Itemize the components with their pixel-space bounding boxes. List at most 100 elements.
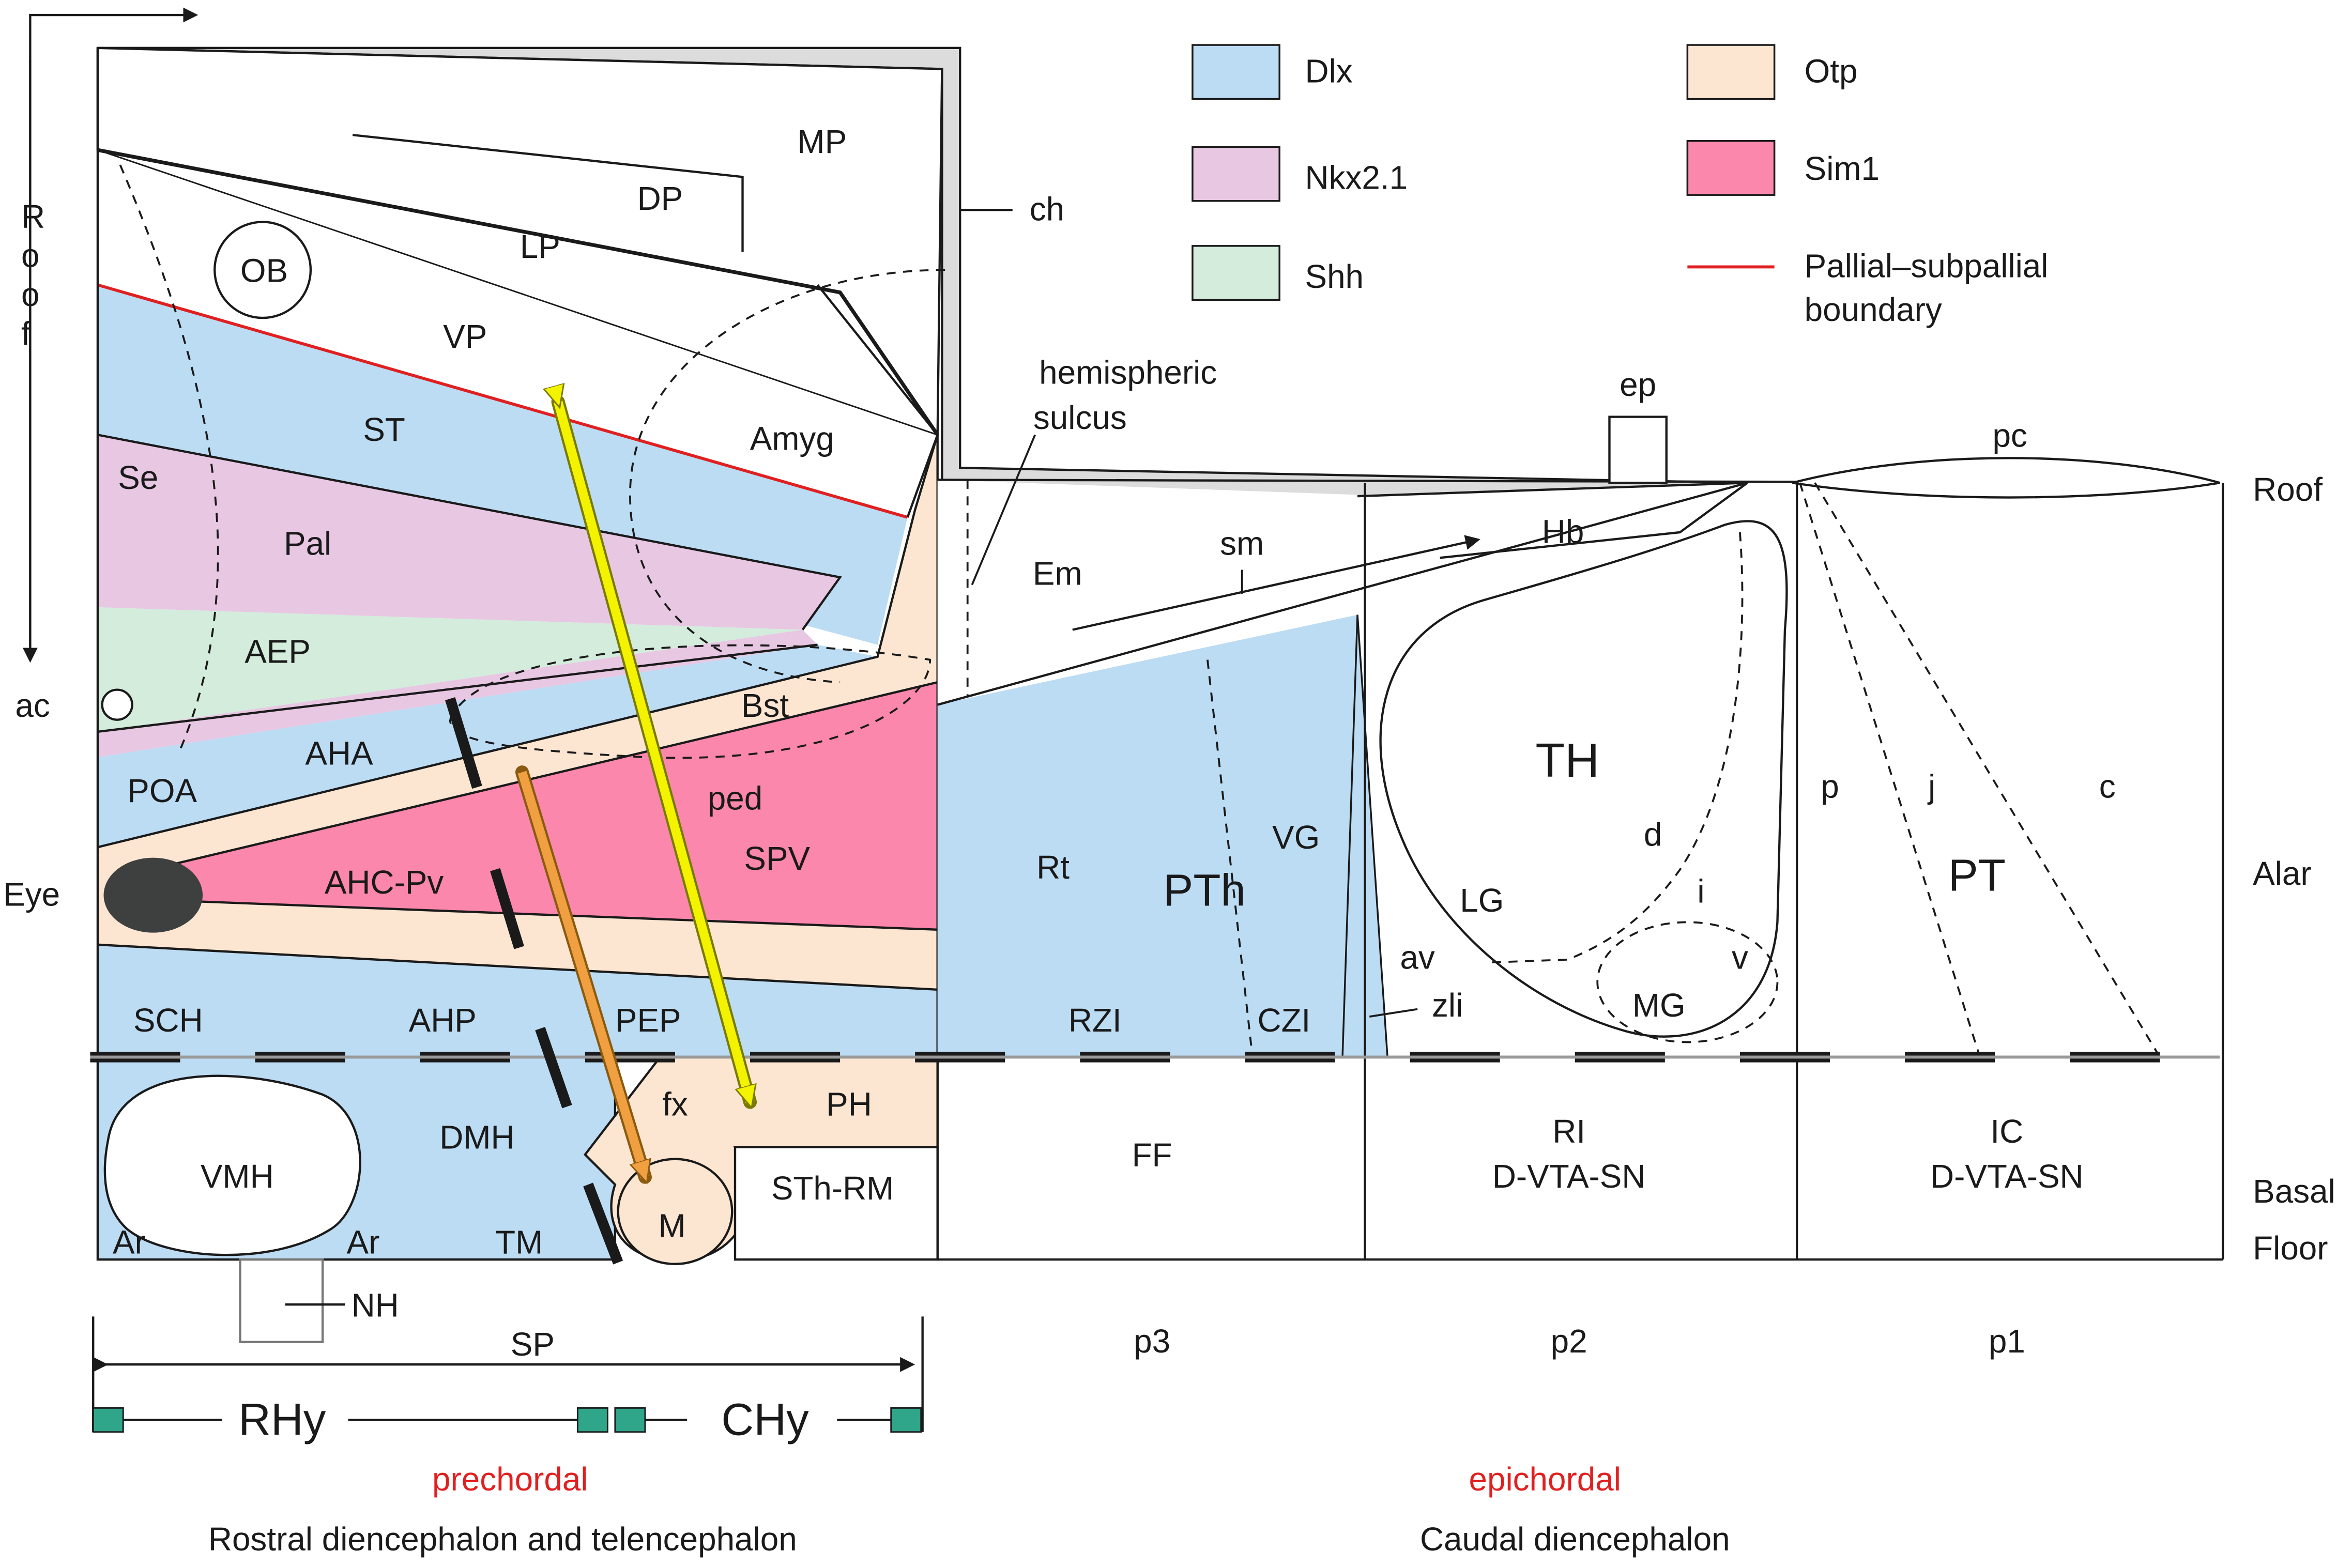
label-hemispheric: hemispheric: [1039, 354, 1217, 391]
label-caudal: Caudal diencephalon: [1420, 1520, 1730, 1558]
label-pal: Pal: [284, 525, 331, 562]
sth-region: [734, 1146, 939, 1261]
label-dvtasn-p1: D-VTA-SN: [1930, 1158, 2084, 1195]
eye-shape: [103, 857, 203, 933]
label-dvtasn-p2: D-VTA-SN: [1492, 1158, 1646, 1195]
legend-swatch-otp: [1686, 44, 1776, 100]
legend-swatch-dlx: [1192, 44, 1280, 100]
label-ph: PH: [826, 1086, 872, 1123]
label-basal: Basal: [2253, 1173, 2335, 1210]
label-rhy: RHy: [238, 1395, 326, 1445]
legend-boundary-1: Pallial–subpallial: [1805, 248, 2049, 285]
label-aha: AHA: [305, 735, 373, 772]
legend-shh: Shh: [1305, 258, 1364, 295]
label-j: j: [1927, 768, 1935, 805]
label-vp: VP: [443, 318, 487, 355]
roof-letter-r: R: [21, 198, 45, 235]
label-ar-right: Ar: [347, 1224, 380, 1261]
orange-arrow-fill: [517, 771, 645, 1177]
label-ahc-pv: AHC-Pv: [325, 864, 444, 901]
chy-rhy-boundary-1: [445, 697, 482, 789]
hem-sulcus-leader: [971, 434, 1036, 586]
pth-region: [937, 614, 1358, 1057]
line-otp-bottom: [97, 943, 938, 991]
label-pth: PTh: [1163, 865, 1246, 915]
mg-dashed: [1596, 921, 1779, 1043]
label-pt: PT: [1948, 850, 2006, 900]
chy-rhy-boundary-4: [583, 1182, 623, 1265]
line-st-bottom: [97, 434, 842, 631]
nh-box: [239, 1258, 324, 1343]
label-v: v: [1732, 939, 1748, 976]
label-poa: POA: [127, 772, 197, 809]
label-sulcus: sulcus: [1033, 399, 1127, 436]
legend: Dlx Nkx2.1 Shh Otp Sim1 Pallial–subpalli…: [1192, 44, 2049, 328]
label-dmh: DMH: [439, 1118, 514, 1156]
label-mg: MG: [1632, 987, 1686, 1024]
label-em: Em: [1033, 555, 1082, 592]
rt-vg-divider: [1206, 659, 1254, 1057]
label-rostral: Rostral diencephalon and telencephalon: [208, 1520, 797, 1558]
em-region: [937, 480, 1358, 705]
legend-swatch-nkx: [1192, 146, 1280, 202]
label-ac: ac: [15, 687, 50, 724]
label-nh: NH: [352, 1286, 399, 1324]
label-lp: LP: [520, 228, 560, 265]
legend-swatch-shh: [1192, 245, 1280, 301]
label-m: M: [659, 1207, 686, 1244]
legend-nkx21: Nkx2.1: [1305, 159, 1408, 196]
label-alar: Alar: [2253, 855, 2311, 892]
label-spv: SPV: [744, 840, 810, 877]
bottom-scale: [92, 1316, 924, 1433]
legend-otp: Otp: [1805, 53, 1858, 90]
label-p: p: [1821, 768, 1839, 805]
label-ch: ch: [1030, 190, 1064, 227]
label-fx: fx: [662, 1086, 688, 1123]
label-eye: Eye: [3, 875, 60, 913]
label-ob: OB: [240, 252, 288, 289]
left-block: [96, 47, 1748, 1343]
label-th: TH: [1535, 733, 1599, 787]
label-ped: ped: [708, 780, 762, 817]
label-ic: IC: [1990, 1113, 2023, 1150]
legend-boundary-2: boundary: [1805, 291, 1942, 328]
line-lp: [97, 148, 939, 436]
label-ar-left: Ar: [113, 1224, 146, 1261]
m-region: [617, 1158, 734, 1266]
roof-letter-f: f: [21, 315, 30, 352]
bottom-labels: p3 p2 p1 SP RHy CHy prechordal epichorda…: [208, 1323, 2025, 1558]
label-rzi: RZI: [1068, 1002, 1122, 1039]
label-mp: MP: [797, 123, 847, 160]
label-sm: sm: [1220, 525, 1264, 562]
pc-lens: [1792, 457, 2220, 499]
legend-dlx: Dlx: [1305, 53, 1353, 90]
label-se: Se: [118, 459, 158, 496]
label-sth-rm: STh-RM: [771, 1170, 894, 1207]
ob-dashed-curve: [119, 164, 219, 750]
th-outline: [1379, 520, 1788, 1038]
label-p2: p2: [1551, 1323, 1587, 1360]
label-vmh: VMH: [201, 1158, 274, 1195]
label-p3: p3: [1134, 1323, 1170, 1360]
label-bst: Bst: [741, 687, 789, 724]
label-sp: SP: [511, 1326, 555, 1363]
label-zli: zli: [1432, 987, 1463, 1024]
label-epichordal: epichordal: [1469, 1461, 1621, 1498]
ob-circle: [213, 221, 312, 319]
label-av: av: [1400, 939, 1434, 976]
label-p1: p1: [1989, 1323, 2025, 1360]
label-hb: Hb: [1542, 513, 1584, 550]
label-lg: LG: [1460, 882, 1504, 919]
label-pep: PEP: [615, 1002, 681, 1039]
roof-letter-o1: o: [21, 237, 39, 274]
sm-arrow: [1072, 535, 1480, 631]
label-vg: VG: [1272, 819, 1320, 856]
pth-top-line: [937, 482, 1748, 706]
label-amyg: Amyg: [750, 420, 834, 457]
zli-leader: [1369, 1008, 1418, 1018]
label-aep: AEP: [245, 633, 311, 670]
axis-labels: R o o f ac Eye Roof Alar Basal Floor: [3, 198, 2335, 1267]
label-czi: CZI: [1257, 1002, 1310, 1039]
label-sch: SCH: [133, 1002, 203, 1039]
legend-swatch-sim1: [1686, 140, 1776, 196]
